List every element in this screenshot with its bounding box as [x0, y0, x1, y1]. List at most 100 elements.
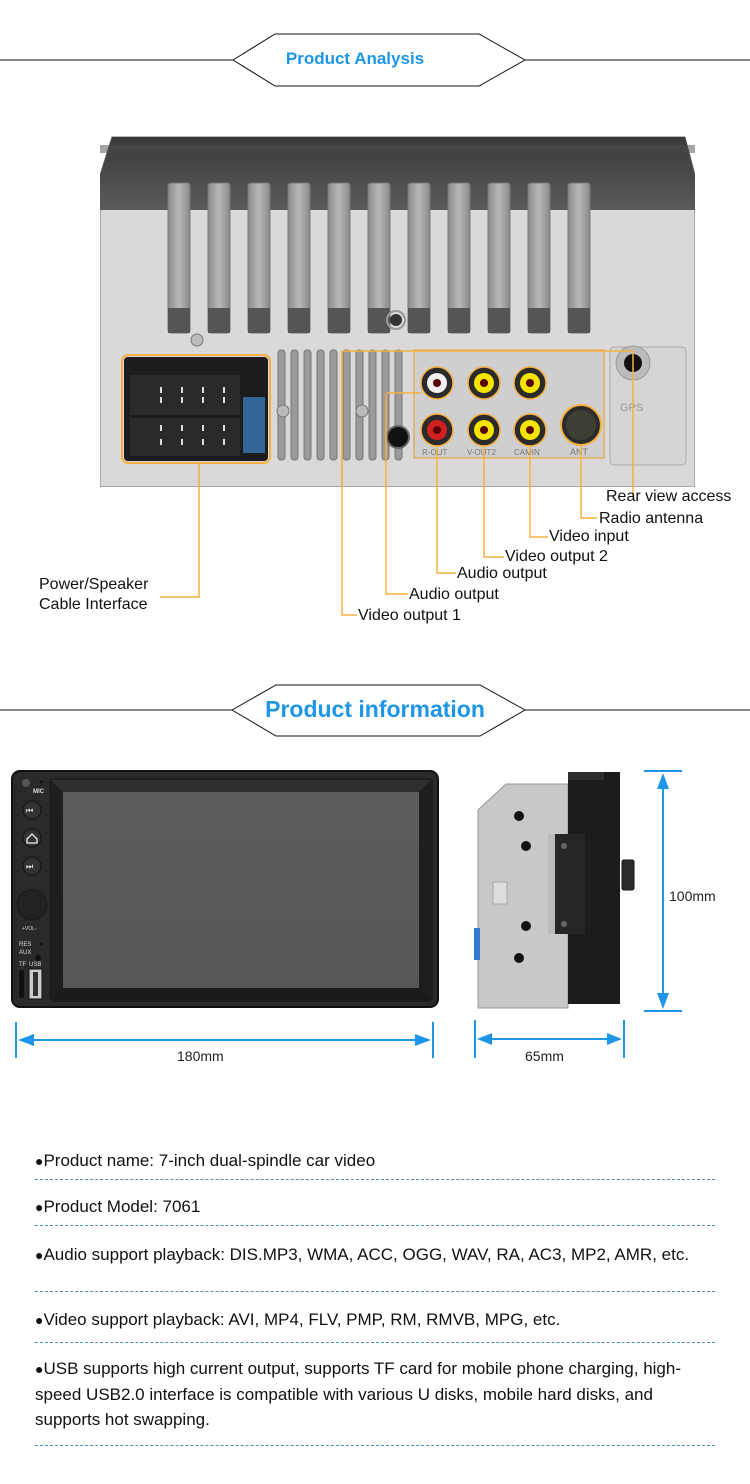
bullet: ● [35, 1312, 44, 1328]
vent-slot [342, 349, 351, 461]
banner-frame [0, 33, 750, 87]
heatsink-fin-shadow [168, 308, 190, 333]
aux-label: AUX [19, 950, 31, 956]
spec-item: ●Product Model: 7061 [35, 1194, 715, 1226]
heatsink-fin-shadow [488, 308, 510, 333]
callout-label-line1: Power/Speaker [39, 576, 149, 593]
callout-audio-output-b: Audio output [457, 565, 547, 582]
spec-item: ●USB supports high current output, suppo… [35, 1356, 715, 1446]
side-view-illustration [468, 770, 638, 1010]
vent-slot [290, 349, 299, 461]
connector-pin [181, 387, 183, 393]
rear-panel-illustration: R-OUT V-OUT2 CAMIN ANT GPS [99, 135, 696, 615]
next-track-button[interactable]: ⏭ [22, 856, 42, 876]
front-panel-illustration: MIC ⏮ ⏭ +VOL- RES AUX TF USB [11, 770, 439, 1008]
connector-pin [160, 425, 162, 431]
vent-slot [303, 349, 312, 461]
heatsink-fin-shadow [408, 308, 430, 333]
heatsink-fin-shadow [368, 308, 390, 333]
connector-pin [223, 439, 225, 445]
connector-pin [202, 439, 204, 445]
callout-video-output-2: Video output 2 [505, 548, 608, 565]
spec-text: Product name: 7-inch dual-spindle car vi… [43, 1151, 376, 1170]
spec-item: ●Audio support playback: DIS.MP3, WMA, A… [35, 1242, 715, 1292]
heatsink-fin-shadow [328, 308, 350, 333]
connector-pin [160, 439, 162, 445]
spec-text: Product Model: 7061 [43, 1197, 201, 1216]
bullet: ● [35, 1153, 44, 1169]
spec-text: Video support playback: AVI, MP4, FLV, P… [43, 1310, 561, 1329]
width-dimension-label: 180mm [177, 1048, 224, 1064]
port-label-r-out: R-OUT [422, 448, 447, 457]
heatsink-fin-shadow [248, 308, 270, 333]
connector-pin [181, 397, 183, 403]
connector-pin [202, 397, 204, 403]
aux-jack [35, 955, 41, 961]
callout-audio-output-a: Audio output [409, 586, 499, 603]
callout-power-speaker: Power/Speaker Cable Interface [39, 575, 148, 615]
width-dimension [15, 1022, 434, 1058]
heatsink-fin-shadow [528, 308, 550, 333]
connector-pin [181, 439, 183, 445]
depth-dimension-label: 65mm [525, 1048, 564, 1064]
connector-pin [223, 387, 225, 393]
mic-label: MIC [33, 789, 45, 795]
vent-slot [316, 349, 325, 461]
screen [63, 792, 419, 988]
port-label-v-out2: V-OUT2 [467, 448, 496, 457]
connector-pin [181, 425, 183, 431]
spec-item: ●Video support playback: AVI, MP4, FLV, … [35, 1307, 715, 1343]
callout-label-line2: Cable Interface [39, 596, 148, 613]
spec-text: Audio support playback: DIS.MP3, WMA, AC… [43, 1245, 690, 1264]
section-title: Product Analysis [285, 49, 425, 68]
vol-label: +VOL- [22, 926, 37, 932]
connector-pin [202, 425, 204, 431]
banner-frame [0, 684, 750, 737]
height-dimension [644, 770, 682, 1012]
heatsink-fin-shadow [568, 308, 590, 333]
knob [621, 859, 635, 891]
connector-pin [223, 425, 225, 431]
bullet: ● [35, 1199, 44, 1215]
rca-jack-video-top-right [513, 366, 547, 400]
tf-label: TF [19, 962, 27, 968]
callout-radio-antenna: Radio antenna [599, 510, 704, 527]
connector-pin [160, 387, 162, 393]
volume-knob[interactable] [16, 889, 48, 921]
bullet: ● [35, 1361, 44, 1377]
depth-dimension [474, 1020, 625, 1058]
section-header-product-analysis: Product Analysis [0, 32, 750, 88]
usb-label: USB [29, 962, 41, 968]
bullet: ● [35, 1247, 44, 1263]
vent-slot [368, 349, 377, 461]
heatsink-fin-shadow [448, 308, 470, 333]
next-track-icon: ⏭ [26, 862, 33, 871]
port-label-gps: GPS [620, 402, 643, 414]
rca-jack-camera-in [513, 413, 547, 447]
tf-card-slot[interactable] [19, 970, 24, 998]
vent-slot [329, 349, 338, 461]
spec-text: USB supports high current output, suppor… [35, 1359, 682, 1429]
callout-video-input: Video input [549, 528, 629, 545]
antenna-port [560, 404, 602, 446]
height-dimension-label: 100mm [669, 888, 716, 904]
callout-lines [160, 352, 634, 616]
home-icon [26, 833, 38, 844]
rca-jack-video-out1 [467, 366, 501, 400]
port-label-ant: ANT [570, 447, 589, 457]
heatsink-fin-shadow [208, 308, 230, 333]
section-title: Product information [265, 696, 485, 722]
prev-track-button[interactable]: ⏮ [22, 800, 42, 820]
callout-rear-view-access: Rear view access [606, 488, 732, 505]
connector-pin [223, 397, 225, 403]
prev-track-icon: ⏮ [26, 806, 33, 815]
spec-item: ●Product name: 7-inch dual-spindle car v… [35, 1148, 715, 1180]
port-label-cam-in: CAMIN [514, 448, 540, 457]
callout-video-output-1: Video output 1 [358, 607, 461, 624]
connector-pin [160, 397, 162, 403]
section-header-product-information: Product information [0, 683, 750, 739]
connector-pin [202, 387, 204, 393]
res-label: RES [19, 942, 31, 948]
home-button[interactable] [22, 828, 42, 848]
rca-jack-audio-red [420, 413, 454, 447]
